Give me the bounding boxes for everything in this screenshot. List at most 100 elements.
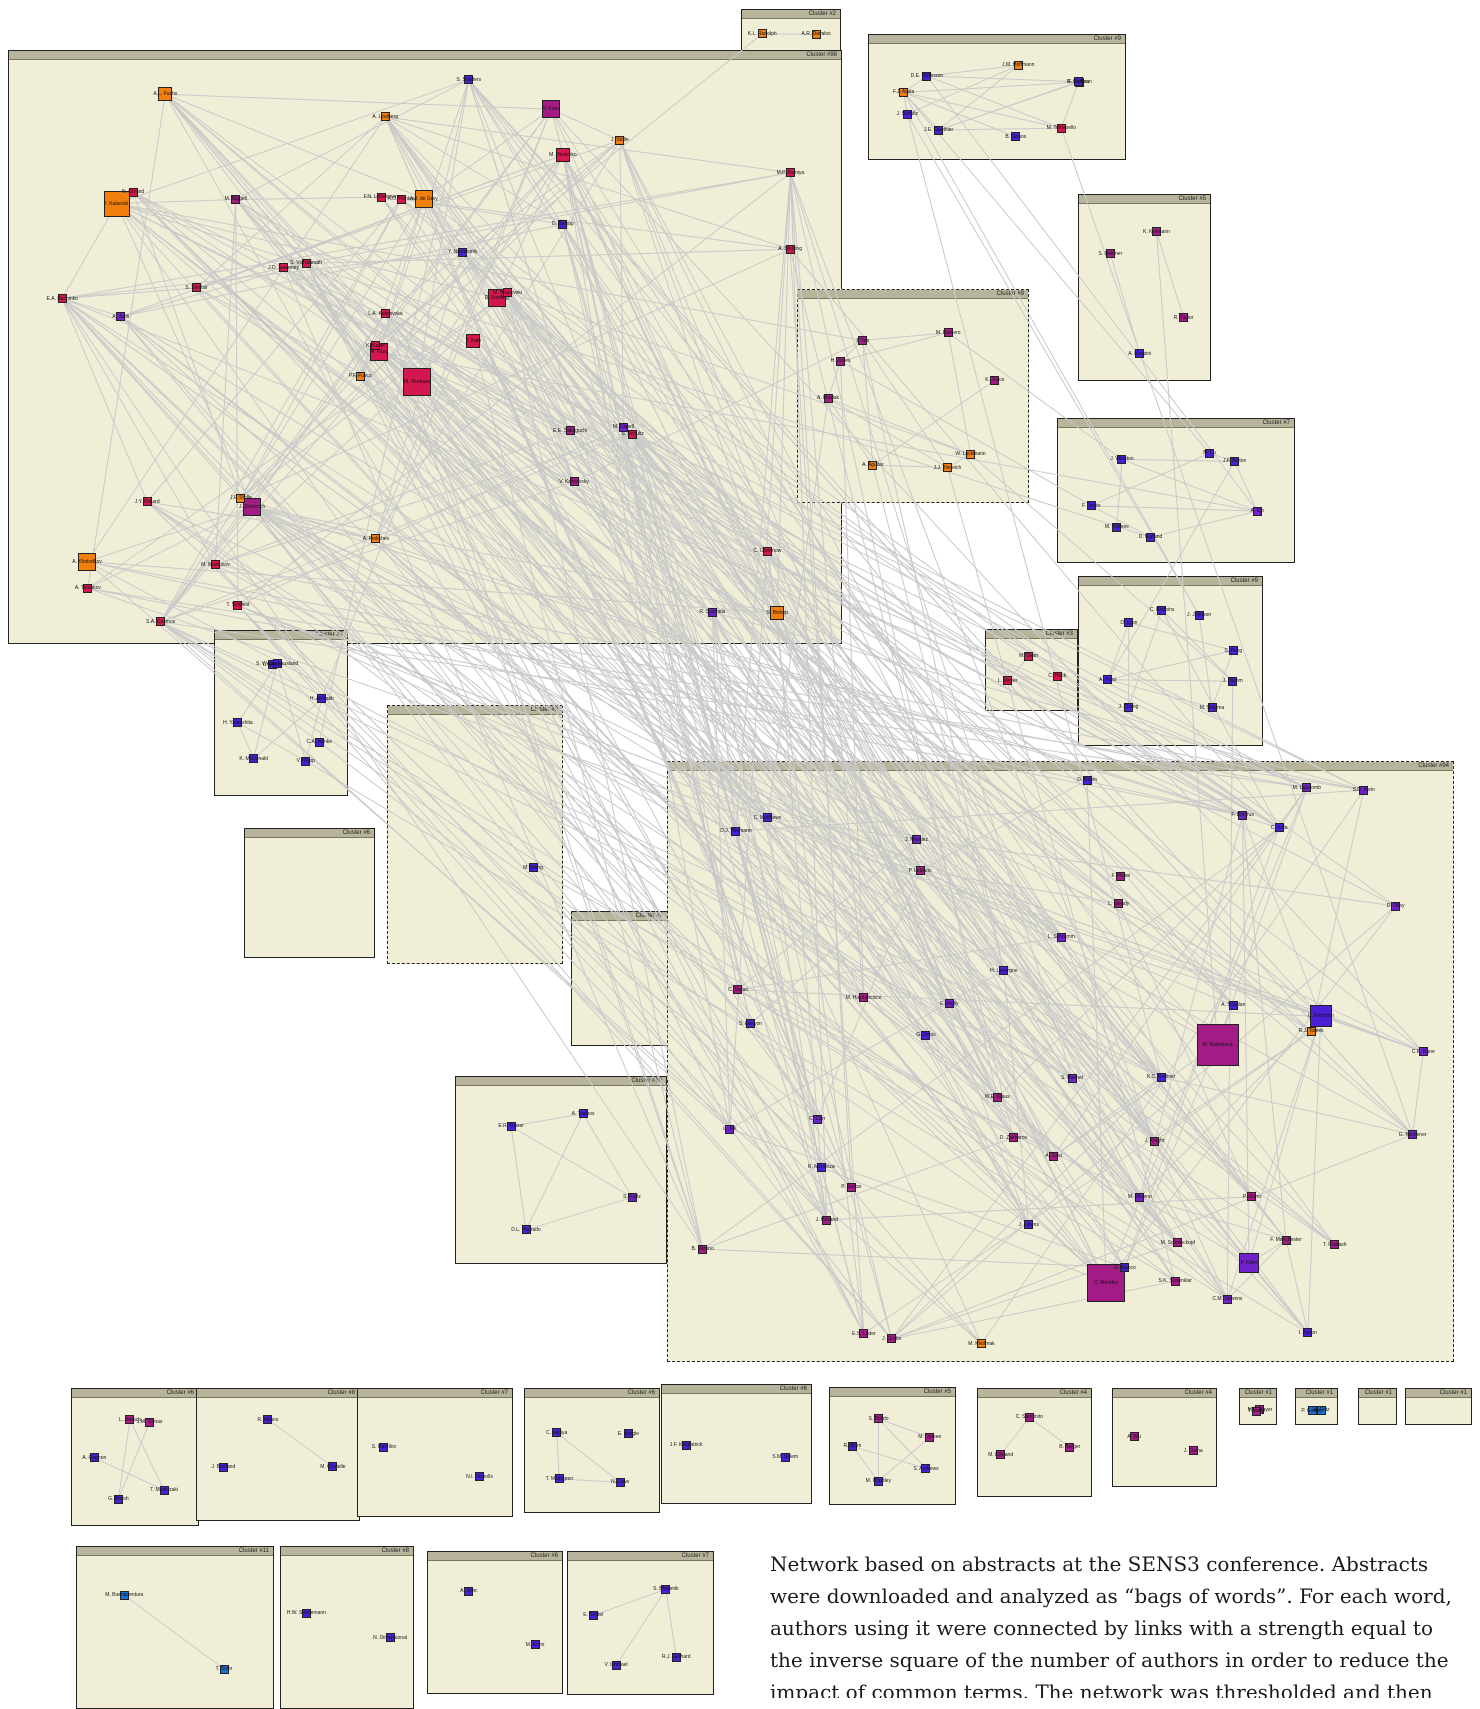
author-label: P.F. Fusco — [348, 373, 372, 380]
cluster-panel: Cluster #1 — [1358, 1388, 1397, 1425]
author-node[interactable] — [1129, 1432, 1139, 1442]
author-label: C. Vadiya — [545, 1429, 568, 1436]
author-label: J. Zembrich — [239, 503, 266, 510]
author-label: K. Joyce — [985, 377, 1005, 384]
figure-caption: Network based on abstracts at the SENS3 … — [770, 1552, 1452, 1698]
author-label: J. Knight — [1144, 1138, 1165, 1145]
author-label: J. Yoo — [855, 337, 870, 344]
author-label: U. Eichhorn — [1307, 1013, 1334, 1020]
author-label: D. Dahm — [1077, 777, 1098, 784]
author-label: D. Snelling — [484, 294, 509, 301]
cluster-title: Cluster #6 — [72, 1389, 198, 1398]
author-label: L. Varady — [1108, 900, 1130, 907]
author-label: G. Bianco — [1113, 1264, 1136, 1271]
author-label: T. Lang — [1247, 1408, 1265, 1415]
author-label: T. Soler — [215, 1666, 233, 1673]
author-label: M. Capell — [612, 424, 634, 431]
author-label: J.M. Tomas — [136, 1419, 163, 1426]
author-label: M. Lu — [1203, 450, 1216, 457]
author-label: H. Jones — [830, 358, 851, 365]
cluster-panel: Cluster #7 — [357, 1388, 513, 1517]
author-label: J. Lorens — [1018, 1221, 1039, 1228]
author-label: J.F. Stolle — [229, 495, 252, 502]
author-label: S. Andrews — [913, 1465, 939, 1472]
author-node[interactable] — [780, 1452, 790, 1462]
cluster-title: Cluster #7 — [215, 631, 347, 640]
cluster-title: Cluster #9 — [869, 35, 1125, 44]
author-label: M. Mastunov — [201, 561, 230, 568]
author-label: D. Kurland — [1138, 534, 1163, 541]
author-node[interactable] — [623, 1429, 633, 1439]
cluster-title: Cluster #94 — [668, 762, 1453, 771]
author-label: M. Brunovski — [493, 289, 523, 296]
author-label: M. Kohn — [525, 1641, 545, 1648]
author-label: S.D. Klein — [1352, 787, 1375, 794]
author-label: M. Skobeev — [404, 379, 431, 386]
author-label: J.E. Gauthier — [924, 127, 954, 134]
author-label: A. Gast — [1045, 1153, 1063, 1160]
author-label: I. Ashon — [1298, 1329, 1317, 1336]
author-label: J. Hamm — [1222, 678, 1243, 685]
cluster-panel: Cluster #10 — [455, 1076, 667, 1264]
author-label: J. Stolle — [611, 137, 629, 144]
author-node[interactable] — [218, 1462, 228, 1472]
cluster-title: Cluster #9 — [388, 706, 562, 715]
author-label: A. Mazzini — [1128, 350, 1152, 357]
cluster-title: Cluster #8 — [572, 912, 667, 921]
cluster-title: Cluster #6 — [245, 829, 374, 838]
author-label: A. Jovic — [460, 1588, 478, 1595]
author-label: J.Y. Pollard — [134, 498, 160, 505]
author-label: E.S. Luder — [852, 1330, 876, 1337]
author-label: J. Schultz — [896, 111, 919, 118]
cluster-panel: Cluster #9 — [387, 705, 563, 964]
author-label: S. Bonnet — [1061, 1075, 1084, 1082]
author-label: S. Dettmer — [1098, 250, 1123, 257]
author-label: T. Matsuzaki — [150, 1487, 179, 1494]
author-node[interactable] — [474, 1472, 484, 1482]
author-label: M. Lipscomb — [1292, 784, 1321, 791]
author-label: D. Bishop — [551, 221, 574, 228]
author-label: B. Berger — [1059, 1444, 1081, 1451]
author-label: L. Schramm — [1047, 934, 1075, 941]
cluster-title: Cluster #8 — [197, 1389, 359, 1398]
cluster-title: Cluster #1 — [1240, 1389, 1276, 1398]
author-label: M. Ruzickova — [1202, 1041, 1233, 1048]
author-label: J. Gama — [1183, 1447, 1203, 1454]
author-label: K.C. Kreimer — [1146, 1074, 1176, 1081]
author-label: G. Denis — [916, 1032, 936, 1039]
author-node[interactable] — [301, 1608, 311, 1618]
cluster-panel: Cluster #4 — [977, 1388, 1092, 1497]
author-label: T. Prakash — [1322, 1241, 1347, 1248]
author-node[interactable] — [385, 1633, 395, 1643]
cluster-title: Cluster #8 — [281, 1547, 413, 1556]
author-label: J. Chang — [1118, 704, 1139, 711]
author-label: V. Ishmael — [604, 1662, 628, 1669]
author-label: P. Leblanc — [908, 867, 932, 874]
author-label: B. Mizuno — [691, 1246, 714, 1253]
cluster-title: Cluster #6 — [662, 1385, 811, 1394]
author-label: M. Holmes — [1104, 524, 1129, 531]
author-label: S. Westerhausland — [256, 660, 299, 667]
author-label: E. Reilly — [940, 1000, 959, 1007]
author-node[interactable] — [1188, 1446, 1198, 1456]
author-label: P. Sarkar — [841, 1184, 862, 1191]
author-label: M. Durkee — [918, 1434, 942, 1441]
author-label: C. Rota — [1270, 824, 1288, 831]
author-label: A.R. Davalos — [801, 31, 831, 38]
cluster-panel: Cluster #98 — [8, 50, 842, 644]
author-label: N.I. Nicholls — [466, 1473, 493, 1480]
author-label: W.E. Kraus — [984, 1094, 1010, 1101]
author-node[interactable] — [464, 1586, 474, 1596]
cluster-panel: Cluster #7 — [214, 630, 348, 796]
cluster-title: Cluster #5 — [830, 1388, 955, 1397]
author-node[interactable] — [530, 1640, 540, 1650]
author-label: T. Kato — [465, 337, 482, 344]
author-label: A.L. Fuchs — [153, 91, 178, 98]
author-node[interactable] — [379, 1442, 389, 1452]
author-label: J. Johnson — [1187, 612, 1212, 619]
author-node[interactable] — [681, 1440, 691, 1450]
author-label: J. Grube — [882, 1335, 902, 1342]
author-label: J. Holland — [815, 1217, 838, 1224]
author-label: J. Mendez — [904, 836, 929, 843]
author-label: H.W. Sonnemann — [286, 1610, 326, 1617]
